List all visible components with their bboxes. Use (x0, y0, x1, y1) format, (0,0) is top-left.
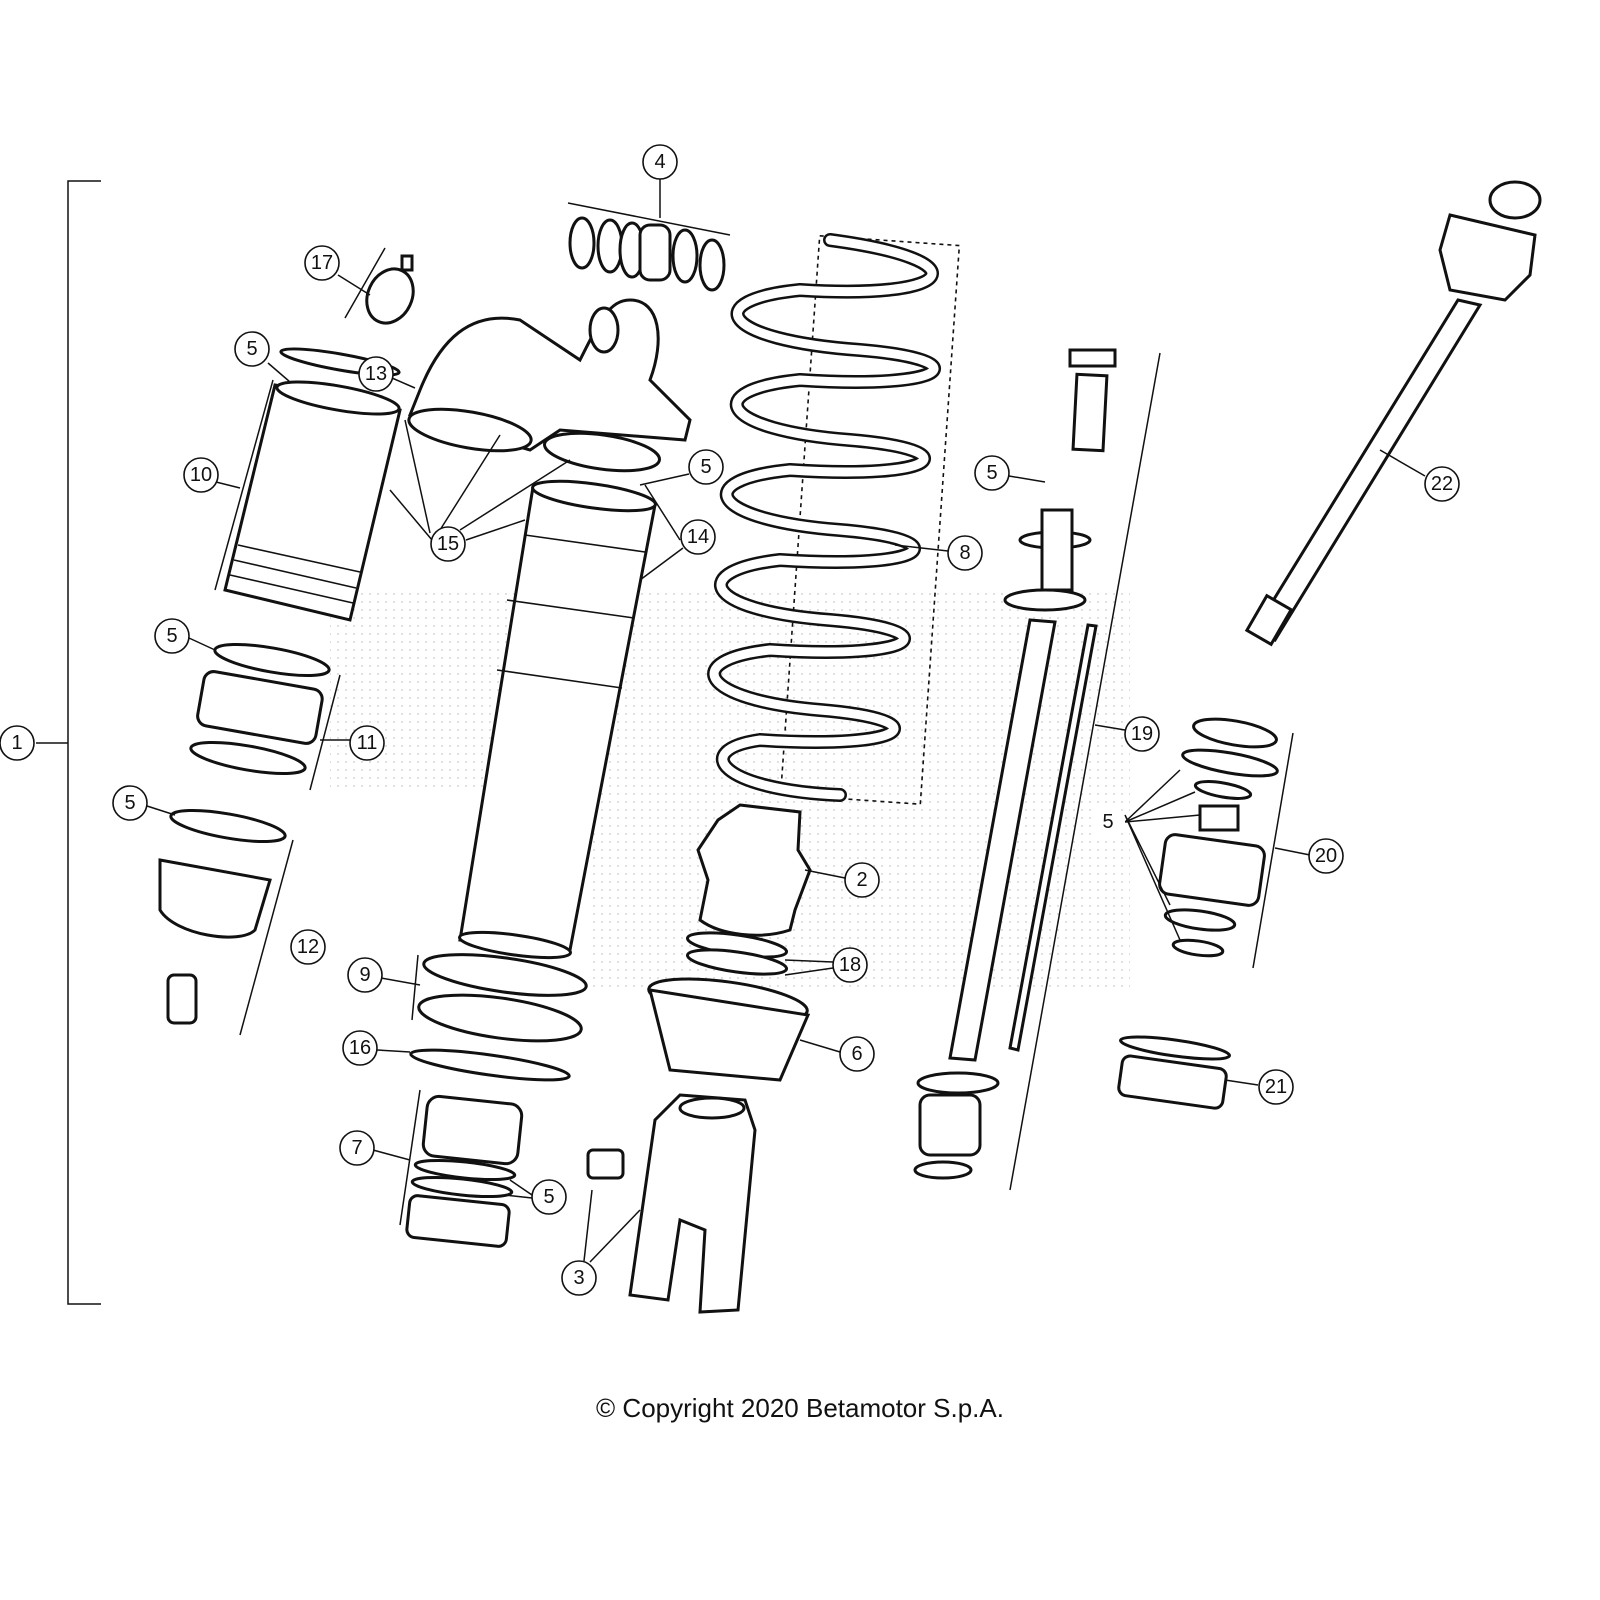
callout-label: 1 (11, 732, 22, 754)
part-reservoir-piston (189, 642, 331, 776)
callout-5: 5 (531, 1179, 567, 1215)
callout-19: 19 (1124, 716, 1160, 752)
part-bottom-seal-kit (405, 1094, 524, 1248)
callout-3: 3 (561, 1260, 597, 1296)
callout-label: 3 (573, 1267, 584, 1289)
callout-label: 21 (1265, 1076, 1287, 1098)
part-bump-stop (685, 803, 812, 976)
callout-4: 4 (642, 144, 678, 180)
callout-5: 5 (688, 449, 724, 485)
part-preload-rings (409, 953, 588, 1082)
callout-10: 10 (183, 457, 219, 493)
callout-16: 16 (342, 1030, 378, 1066)
part-lower-clevis (586, 1093, 757, 1314)
callout-2: 2 (844, 862, 880, 898)
callout-5: 5 (112, 785, 148, 821)
callout-13: 13 (358, 356, 394, 392)
callout-label: 5 (124, 792, 135, 814)
callout-label: 13 (365, 363, 387, 385)
callout-label: 9 (359, 964, 370, 986)
callout-label: 7 (351, 1137, 362, 1159)
leader-lines (146, 179, 1426, 1263)
callout-label: 5 (166, 625, 177, 647)
callout-label: 11 (357, 732, 378, 754)
callout-14: 14 (680, 519, 716, 555)
part-adjuster-knob (365, 254, 415, 325)
part-cartridge-rod (1244, 180, 1542, 647)
callout-9: 9 (347, 957, 383, 993)
part-head (407, 298, 692, 473)
callout-5: 5 (154, 618, 190, 654)
callout-5: 5 (234, 331, 270, 367)
callout-18: 18 (832, 947, 868, 983)
callout-label: 8 (959, 542, 970, 564)
callout-label: 5 (1102, 811, 1113, 833)
part-piston-rod (913, 348, 1117, 1180)
copyright-notice: © Copyright 2020 Betamotor S.p.A. (596, 1393, 1004, 1423)
callout-label: 12 (297, 936, 319, 958)
callout-8: 8 (947, 535, 983, 571)
callout-label: 15 (437, 533, 459, 555)
part-reservoir-cap (158, 808, 287, 1025)
callout-label: 20 (1315, 845, 1337, 867)
part-rebound-ring (1117, 1035, 1231, 1110)
callout-label: 6 (851, 1043, 862, 1065)
part-shock-body (458, 479, 657, 960)
callout-17: 17 (304, 245, 340, 281)
part-compression-stack (1158, 717, 1279, 958)
callout-label: 18 (839, 954, 861, 976)
callout-15: 15 (430, 526, 466, 562)
callout-label: 16 (349, 1037, 371, 1059)
callout-6: 6 (839, 1036, 875, 1072)
callout-label: 22 (1431, 473, 1453, 495)
callout-label: 5 (700, 456, 711, 478)
part-spring-seat (647, 977, 811, 1082)
assembly-bracket (36, 180, 101, 1305)
callout-label: 5 (246, 338, 257, 360)
callout-20: 20 (1308, 838, 1344, 874)
callout-21: 21 (1258, 1069, 1294, 1105)
callout-11: 11 (349, 725, 385, 761)
callout-5: 5 (974, 455, 1010, 491)
callout-label: 14 (687, 526, 709, 548)
part-reservoir (223, 347, 402, 622)
callout-22: 22 (1424, 466, 1460, 502)
callout-7: 7 (339, 1130, 375, 1166)
callout-label: 17 (311, 252, 333, 274)
callout-label: 4 (654, 151, 665, 173)
callout-label: 5 (543, 1186, 554, 1208)
part-bushings (568, 216, 726, 292)
callout-5: 5 (1091, 805, 1125, 839)
part-spring (707, 233, 961, 806)
callout-label: 10 (190, 464, 212, 486)
callout-1: 1 (0, 725, 35, 761)
callout-label: 19 (1131, 723, 1153, 745)
callout-label: 2 (856, 869, 867, 891)
callout-12: 12 (290, 929, 326, 965)
callout-label: 5 (986, 462, 997, 484)
